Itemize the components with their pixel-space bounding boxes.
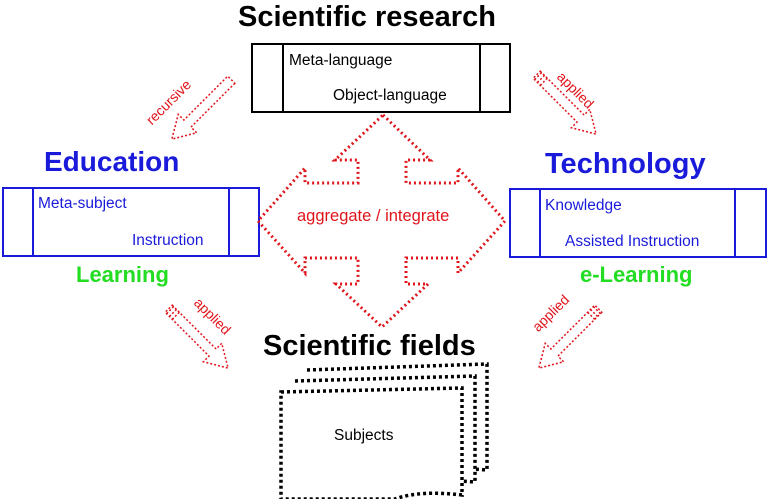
applied-research-arrow <box>532 70 598 136</box>
aggregate-integrate-label: aggregate / integrate <box>297 207 450 225</box>
scientific-fields-title: Scientific fields <box>263 330 476 362</box>
technology-box-bottom-text: Assisted Instruction <box>565 233 700 250</box>
research-box-top-text: Meta-language <box>289 52 393 69</box>
applied-education-arrow <box>164 304 230 370</box>
recursive-arrow <box>170 75 236 141</box>
research-box <box>251 43 511 113</box>
education-box-bottom-text: Instruction <box>132 232 204 249</box>
research-box-bottom-text: Object-language <box>333 87 447 104</box>
applied-technology-arrow <box>537 304 603 370</box>
scientific-research-title: Scientific research <box>238 1 496 33</box>
elearning-label: e-Learning <box>580 262 693 287</box>
education-box-top-text: Meta-subject <box>38 195 127 212</box>
subjects-document-stack <box>279 362 489 499</box>
subjects-label: Subjects <box>334 427 394 444</box>
learning-label: Learning <box>76 262 169 287</box>
education-title: Education <box>44 146 180 177</box>
technology-box-top-text: Knowledge <box>545 197 622 214</box>
technology-box <box>509 188 767 258</box>
technology-title: Technology <box>545 148 706 180</box>
